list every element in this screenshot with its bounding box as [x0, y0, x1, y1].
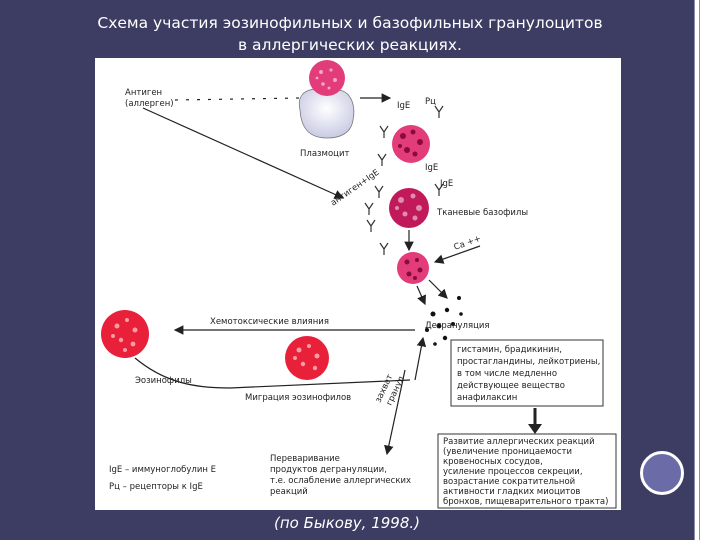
slide-rail-2 — [699, 0, 700, 540]
development-line-2: (увеличение проницаемости — [443, 447, 572, 457]
development-line-5: возрастание сократительной — [443, 477, 575, 487]
slide-decor-circle — [640, 451, 684, 495]
antigen-label-2: (аллерген) — [125, 99, 174, 109]
ca-arrow — [433, 245, 481, 264]
digestion-arrow — [384, 369, 406, 456]
migration-label: Миграция эозинофилов — [245, 393, 351, 403]
eosinophil-1-granules — [111, 318, 138, 352]
plasmocyte-nucleus-spots — [315, 68, 337, 90]
rc-label: Рц — [425, 97, 436, 107]
development-line-1: Развитие аллергических реакций — [443, 437, 595, 447]
ige-label-1: IgE — [397, 101, 410, 111]
development-line-4: усиление процессов секреции, — [443, 467, 583, 477]
basophil-2-granules — [395, 193, 422, 221]
title-line-2: в аллергических реакциях. — [237, 36, 462, 54]
legend-rc: Рц – рецепторы к IgE — [109, 482, 203, 492]
mediators-line-4: действующее вещество — [457, 381, 565, 391]
released-granules — [425, 296, 463, 346]
eosinophil-2-granules — [293, 344, 320, 371]
digestion-line-3: т.е. ослабление аллергических — [270, 476, 411, 486]
antigen-to-plasmocyte-line — [174, 97, 301, 101]
eosinophils-label: Эозинофилы — [135, 376, 192, 386]
migration-arrow — [414, 336, 427, 381]
development-line-7: бронхов, пищеварительного тракта) — [443, 497, 608, 507]
tissue-basophils-label: Тканевые базофилы — [436, 208, 528, 218]
development-line-6: активности гладких миоцитов — [443, 487, 580, 497]
mediators-line-3: в том числе медленно — [457, 369, 557, 379]
figure-caption: (по Быкову, 1998.) — [273, 514, 421, 532]
ige-label-3: IgE — [440, 179, 453, 189]
development-box — [437, 433, 617, 509]
diagram-svg: Антиген (аллерген) Плазмоцит IgE Рц IgE … — [101, 60, 617, 509]
migration-path — [134, 357, 411, 389]
ige-antibodies — [364, 105, 444, 255]
degranulation-label: Дегрануляция — [425, 321, 490, 331]
slide-title: Схема участия эозинофильных и базофильны… — [30, 12, 670, 56]
eosinophil-cell-1 — [101, 310, 149, 358]
plasmocyte-label: Плазмоцит — [300, 149, 349, 159]
title-line-1: Схема участия эозинофильных и базофильны… — [97, 14, 603, 32]
plasmocyte-body — [298, 88, 355, 139]
development-line-3: кровеносных сосудов, — [443, 457, 543, 467]
eosinophil-cell-2 — [285, 336, 329, 380]
basophil-3-granules — [404, 258, 423, 280]
antigen-label: Антиген — [125, 88, 162, 98]
digestion-line-2: продуктов дегрануляции, — [270, 465, 387, 475]
mediators-line-2: простагландины, лейкотриены, — [457, 357, 600, 367]
legend-ige: IgE – иммуноглобулин E — [109, 465, 216, 475]
digestion-line-1: Переваривание — [270, 454, 340, 464]
diagram-figure: Антиген (аллерген) Плазмоцит IgE Рц IgE … — [95, 58, 621, 510]
degranulation-arrows — [416, 279, 448, 306]
digestion-line-4: реакций — [270, 487, 308, 497]
plasmocyte-nucleus — [309, 60, 345, 96]
antigen-to-complex-arrow — [142, 107, 345, 199]
mediators-box — [450, 339, 604, 407]
mediators-line-5: анафилаксин — [457, 393, 517, 403]
development-arrow-head — [528, 424, 542, 434]
antigen-ige-label: антиген+IgE — [329, 168, 381, 209]
basophil-cell-3 — [397, 252, 429, 284]
basophil-1-granules — [398, 129, 423, 157]
chemotoxic-label: Хемотоксические влияния — [210, 317, 329, 327]
mediators-line-1: гистамин, брадикинин, — [457, 345, 562, 355]
slide-rail — [694, 0, 695, 540]
ige-label-2: IgE — [425, 163, 438, 173]
